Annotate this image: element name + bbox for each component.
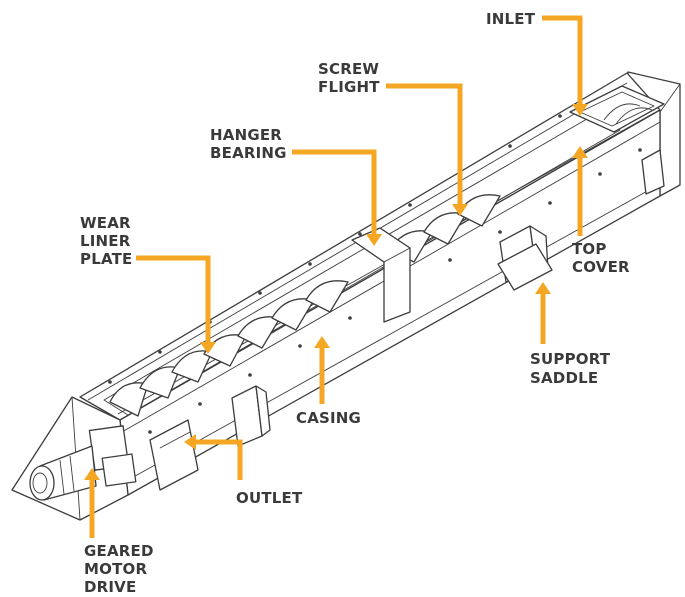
label-outlet: OUTLET xyxy=(236,489,303,507)
callout-labels: INLET SCREW FLIGHT HANGER BEARING WEAR L… xyxy=(80,10,630,596)
label-wear-liner-plate-line3: PLATE xyxy=(80,250,132,268)
outlet-spout xyxy=(149,419,199,491)
label-hanger-bearing-line2: BEARING xyxy=(210,144,287,162)
label-screw-flight-line2: FLIGHT xyxy=(318,78,380,96)
arrow-inlet xyxy=(572,104,588,116)
label-inlet: INLET xyxy=(486,10,536,28)
label-geared-motor-drive-line1: GEARED xyxy=(84,542,154,560)
label-top-cover-line1: TOP xyxy=(572,240,607,258)
label-hanger-bearing-line1: HANGER xyxy=(210,126,282,144)
leader-hanger-bearing xyxy=(292,149,377,238)
leader-outlet xyxy=(194,439,243,480)
leader-lines xyxy=(84,15,588,538)
conveyor-drawing xyxy=(11,71,681,521)
arrow-geared-motor-drive xyxy=(84,468,100,480)
arrow-outlet xyxy=(184,434,196,450)
arrow-support-saddle xyxy=(535,282,551,294)
support-saddle xyxy=(497,243,553,291)
inlet-opening xyxy=(569,85,665,133)
label-wear-liner-plate-line2: LINER xyxy=(80,232,131,250)
label-support-saddle-line1: SUPPORT xyxy=(530,350,611,368)
label-screw-flight-line1: SCREW xyxy=(318,60,379,78)
label-support-saddle-line2: SADDLE xyxy=(530,369,598,387)
arrow-top-cover xyxy=(572,146,588,158)
arrow-screw-flight xyxy=(452,204,468,216)
label-geared-motor-drive-line3: DRIVE xyxy=(84,578,136,596)
leader-inlet xyxy=(542,15,583,108)
screw-flights xyxy=(109,194,501,417)
label-geared-motor-drive-line2: MOTOR xyxy=(84,560,147,578)
arrow-wear-liner-plate xyxy=(200,342,216,354)
label-top-cover-line2: COVER xyxy=(572,258,630,276)
geared-motor xyxy=(29,425,137,501)
label-casing: CASING xyxy=(296,409,361,427)
trough-opening xyxy=(103,115,621,416)
leader-wear-liner-plate xyxy=(136,255,211,346)
arrow-hanger-bearing xyxy=(366,234,382,246)
arrow-casing xyxy=(314,336,330,348)
label-wear-liner-plate-line1: WEAR xyxy=(80,214,131,232)
bolt-row xyxy=(108,114,642,434)
leader-screw-flight xyxy=(386,83,463,208)
